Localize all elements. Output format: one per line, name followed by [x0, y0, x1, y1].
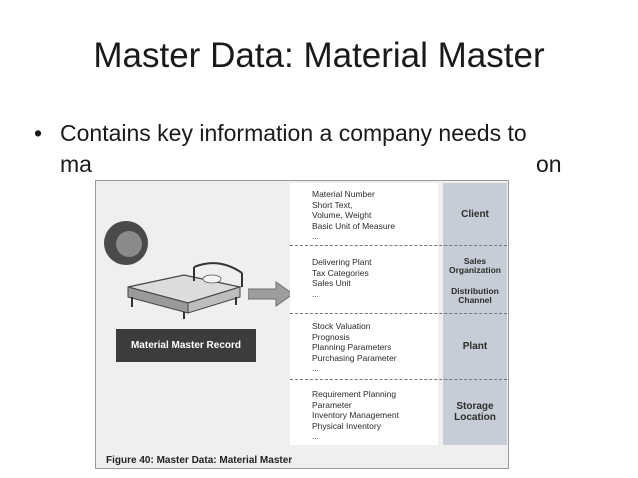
bullet-line-2-left: ma [60, 151, 92, 177]
level-sales-organization: Sales Organization [449, 256, 501, 276]
bullet-block: • Contains key information a company nee… [34, 118, 618, 180]
arrow-right-icon [248, 281, 294, 307]
attribute-line: Short Text, [312, 199, 353, 210]
attributes-column [290, 183, 438, 445]
attribute-line: Parameter [312, 399, 352, 410]
attribute-line: Tax Categories [312, 267, 369, 278]
attribute-line: Physical Inventory [312, 420, 381, 431]
bullet-text: Contains key information a company needs… [38, 118, 618, 180]
decorative-disc-inner-icon [116, 231, 142, 257]
bullet-line-2-right: on [536, 151, 562, 177]
attribute-line: Purchasing Parameter [312, 352, 397, 363]
section-client-attributes: Material Number Short Text, Volume, Weig… [312, 189, 395, 242]
attribute-line: ... [312, 231, 320, 242]
attribute-line: Planning Parameters [312, 342, 392, 353]
attribute-line: Prognosis [312, 331, 350, 342]
level-distribution-channel: Distribution Channel [451, 286, 499, 306]
level-plant: Plant [462, 341, 488, 352]
material-master-figure: Material Master Record Material Number S… [95, 180, 509, 469]
attribute-line: ... [312, 363, 320, 374]
attribute-line: Basic Unit of Measure [312, 220, 396, 231]
section-divider [290, 245, 507, 246]
bullet-line-2: ma on [60, 149, 618, 180]
level-storage-location: Storage Location [454, 401, 496, 423]
bullet-dot: • [34, 120, 43, 146]
attribute-line: Sales Unit [312, 278, 351, 289]
attribute-line: Stock Valuation [312, 321, 371, 331]
section-sales-attributes: Delivering Plant Tax Categories Sales Un… [312, 257, 372, 299]
attribute-line: Material Number [312, 189, 375, 199]
attribute-line: Requirement Planning [312, 389, 397, 399]
slide-title: Master Data: Material Master [93, 36, 545, 75]
figure-caption: Figure 40: Master Data: Material Master [106, 455, 293, 466]
section-storage-attributes: Requirement Planning Parameter Inventory… [312, 389, 399, 442]
org-levels-column [443, 183, 507, 445]
bullet-line-1: Contains key information a company needs… [60, 120, 527, 146]
material-master-record-label: Material Master Record [116, 329, 256, 362]
section-divider [290, 379, 507, 380]
attribute-line: Volume, Weight [312, 210, 372, 221]
attribute-line: Inventory Management [312, 410, 399, 421]
level-client: Client [461, 209, 489, 220]
section-plant-attributes: Stock Valuation Prognosis Planning Param… [312, 321, 397, 374]
section-divider [290, 313, 507, 314]
bed-icon [127, 262, 243, 319]
attribute-line: Delivering Plant [312, 257, 372, 267]
attribute-line: ... [312, 431, 320, 442]
attribute-line: ... [312, 288, 320, 299]
